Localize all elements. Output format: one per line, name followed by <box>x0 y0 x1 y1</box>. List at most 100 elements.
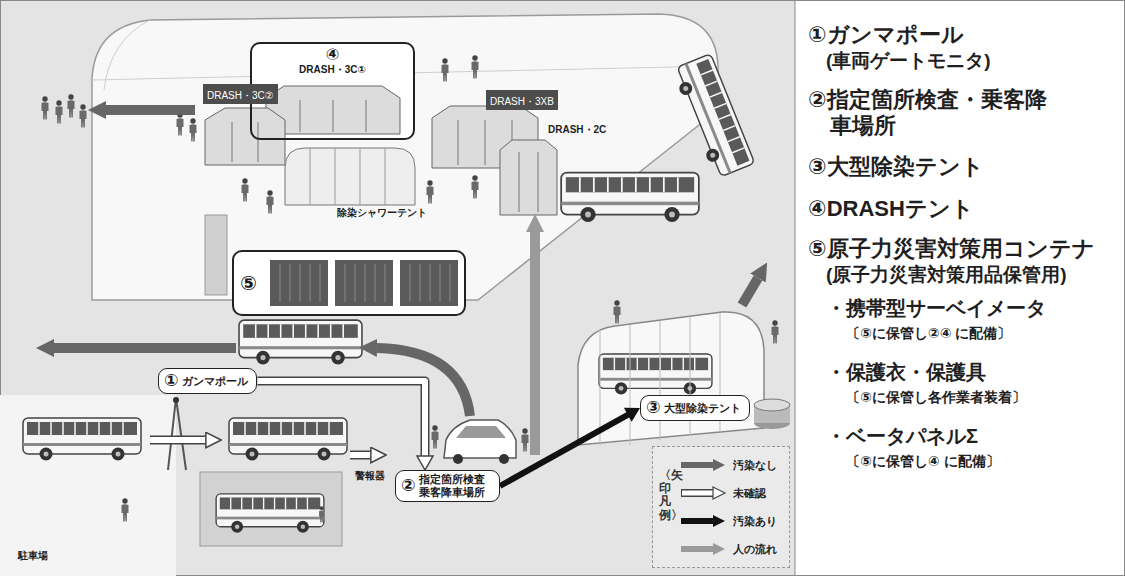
legend-arrow <box>682 491 714 496</box>
key-note: 〔⑤に保管し各作業者装着〕 <box>846 389 1026 406</box>
container-area <box>280 264 450 302</box>
flow-arrow <box>742 278 758 305</box>
car <box>499 454 509 464</box>
car <box>456 426 506 438</box>
shower-tent <box>285 148 415 205</box>
bus <box>239 320 362 364</box>
flow-arrow <box>350 451 370 460</box>
legend-arrow <box>681 518 714 524</box>
drash-tent <box>205 108 285 165</box>
key-item: ②指定箇所検査・乗客降車場所 <box>808 87 1059 140</box>
person <box>177 112 184 135</box>
callout-number: ① <box>164 371 178 391</box>
tent-name: DRASH・3C① <box>299 64 366 76</box>
container-callout-box: ⑤ <box>232 250 466 316</box>
legend-box: 汚染なし未確認汚染あり人の流れ〈矢印凡例〉 <box>652 446 790 568</box>
connector-outline <box>257 381 425 457</box>
drash-tent <box>300 100 366 132</box>
drash-tent <box>205 42 557 215</box>
person <box>267 190 274 213</box>
drash-tent <box>519 152 538 212</box>
parking-area <box>0 395 176 576</box>
bus <box>561 173 699 223</box>
container-area <box>205 215 227 295</box>
person <box>472 55 479 78</box>
person <box>427 180 434 203</box>
person <box>442 58 449 81</box>
tent-tag: DRASH・3XB <box>486 90 558 110</box>
container-area <box>335 260 393 306</box>
legend-arrow <box>713 543 725 555</box>
container-area <box>270 260 328 306</box>
person <box>472 175 479 198</box>
drash-tent <box>266 86 400 134</box>
connector-arrow <box>257 381 433 470</box>
drash-tent <box>232 122 258 162</box>
key-subitem: ・ベータパネルΣ <box>826 424 978 448</box>
parking-area <box>0 395 176 576</box>
bus <box>23 54 755 461</box>
key-note: (原子力災害対策用品保管用) <box>826 264 1067 287</box>
callout-text: 大型除染テント <box>664 402 741 415</box>
photo-inset <box>200 472 342 546</box>
person <box>522 428 529 451</box>
car <box>444 420 516 464</box>
gamma-pole <box>173 397 179 403</box>
connector-line <box>500 414 629 486</box>
person <box>190 118 197 141</box>
car <box>453 454 463 464</box>
legend-arrow <box>713 459 725 471</box>
tent-name: DRASH・3C② <box>207 90 274 101</box>
connector-line <box>257 381 425 457</box>
legend-arrow <box>681 546 714 552</box>
key-subitem: ・携帯型サーベイメータ <box>826 296 1046 320</box>
legend-text: 人の流れ <box>733 542 777 557</box>
legend-title: 〈矢印凡例〉 <box>659 469 671 522</box>
legend-arrow <box>681 489 714 497</box>
key-item: ⑤原子力災害対策用コンテナ <box>808 236 1095 262</box>
person <box>122 498 129 521</box>
person <box>432 425 439 448</box>
legend-row: 汚染あり <box>679 513 777 529</box>
person <box>614 300 621 323</box>
flow-arrow <box>530 232 540 455</box>
photo-inset <box>200 472 342 546</box>
flow-arrow <box>106 105 195 115</box>
car <box>444 420 516 458</box>
bus <box>671 54 755 179</box>
callout-text: 指定箇所検査 乗客降車場所 <box>419 473 491 499</box>
flow-arrow <box>54 110 758 455</box>
callout-label: ① ガンマポール <box>158 368 257 394</box>
shower-tent <box>310 148 385 205</box>
key-subitem: ・保護衣・保護具 <box>826 360 986 384</box>
legend-arrow <box>713 515 725 527</box>
person <box>68 94 75 117</box>
legend-arrow <box>681 462 714 468</box>
drash-tent <box>500 140 557 215</box>
flow-arrow <box>150 437 205 443</box>
gamma-pole <box>168 398 186 470</box>
key-item: ③大型除染テント <box>808 154 984 180</box>
tent-name: 除染シャワーテント <box>335 207 429 219</box>
person <box>42 96 49 119</box>
key-note: 〔⑤に保管し②④ に配備〕 <box>846 325 1011 342</box>
flow-arrow <box>54 343 236 353</box>
tent-name: DRASH・3XB <box>490 96 554 107</box>
callout-label: ②指定箇所検査 乗客降車場所 <box>395 470 500 502</box>
legend-row: 人の流れ <box>679 541 777 557</box>
background-panel <box>0 0 795 576</box>
callout-number: ⑤ <box>240 271 257 295</box>
background-panel <box>795 0 796 576</box>
decontamination-tent <box>599 354 712 395</box>
person <box>80 104 87 127</box>
callout-text: ガンマポール <box>182 375 248 388</box>
legend-arrow <box>679 486 727 500</box>
gamma-pole <box>168 397 186 470</box>
tent-tag: DRASH・3C② <box>203 84 278 104</box>
legend-arrow <box>713 487 725 499</box>
arrow-head <box>417 456 433 470</box>
legend-text: 汚染あり <box>733 514 777 529</box>
